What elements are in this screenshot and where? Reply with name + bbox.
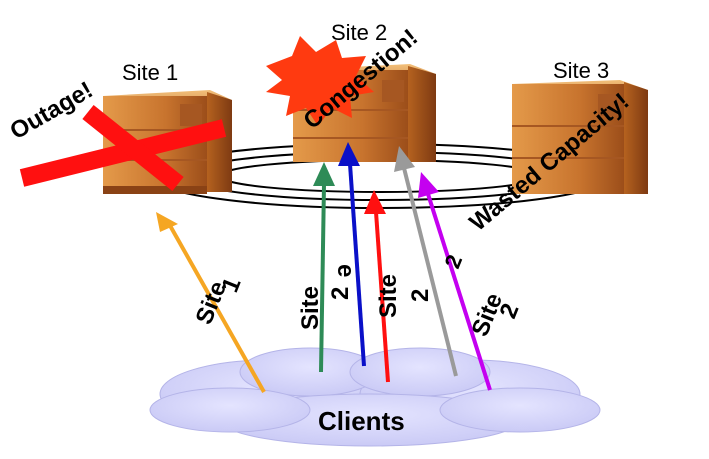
arrow-label-number-partial: 2 <box>439 251 467 272</box>
arrow-label-number: 2 <box>407 289 434 302</box>
site-3-label: Site 3 <box>553 58 609 83</box>
arrowhead-purple <box>418 172 439 198</box>
arrow-label-number: 2 <box>327 287 354 300</box>
outage-x-icon <box>19 104 227 192</box>
site-1-label: Site 1 <box>122 60 178 85</box>
arrowhead-blue <box>338 142 360 166</box>
arrowhead-red <box>364 190 386 214</box>
arrow-gray <box>402 167 458 377</box>
arrow-green <box>319 183 326 373</box>
congestion-burst-icon <box>266 36 374 126</box>
arrowhead-green <box>313 162 335 186</box>
arrow-label-site: Site <box>375 274 402 318</box>
arrow-site-1 <box>166 221 266 393</box>
server-site-3 <box>512 80 648 194</box>
arrow-label-number: e <box>332 264 359 277</box>
arrowhead-gray <box>394 146 415 172</box>
clients-cloud <box>149 347 601 447</box>
arrow-red <box>374 211 390 383</box>
clients-label: Clients <box>318 406 405 436</box>
site-2-label: Site 2 <box>331 20 387 45</box>
arrow-purple <box>426 193 492 391</box>
arrowhead-site-1 <box>156 212 178 232</box>
arrow-label-site: Site <box>297 286 324 330</box>
client-arrows <box>156 142 492 393</box>
outage-label: Outage! <box>6 76 98 145</box>
arrow-blue <box>348 163 366 367</box>
